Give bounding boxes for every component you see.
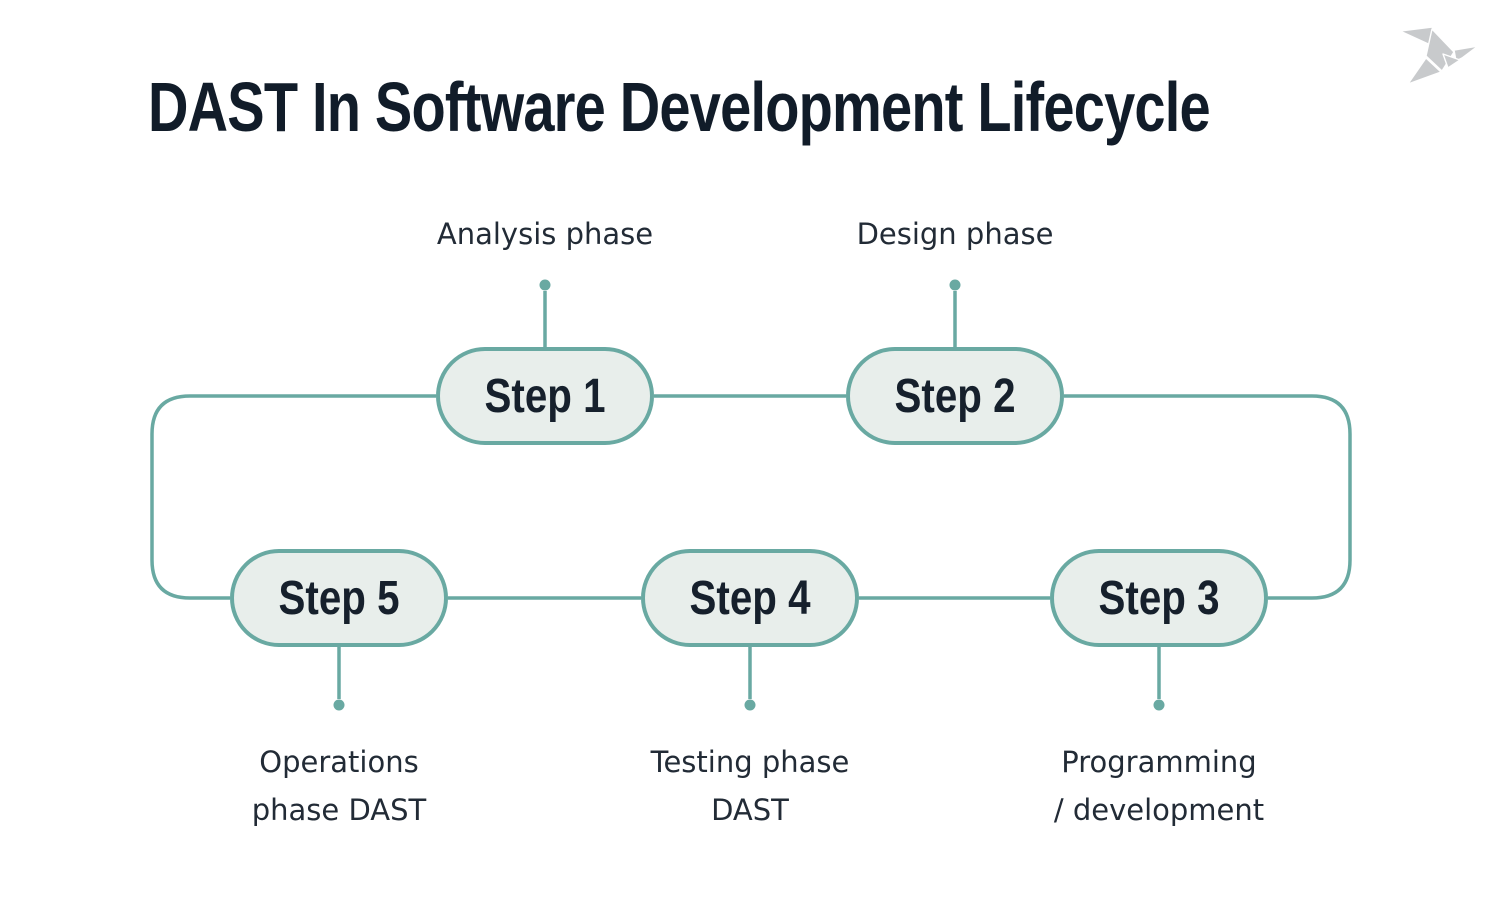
phase-label-step-5: Operations phase DAST	[179, 738, 499, 834]
phase-label-step-2: Design phase	[795, 214, 1115, 254]
phase-label-line: Design phase	[856, 217, 1054, 251]
page-title: DAST In Software Development Lifecycle	[148, 68, 1211, 146]
dot-step1	[539, 279, 551, 291]
step-2-pill: Step 2	[846, 347, 1064, 445]
step-4-pill: Step 4	[641, 549, 859, 647]
phase-label-line: DAST	[711, 793, 789, 827]
phase-label-line: / development	[1053, 793, 1265, 827]
dot-step5	[333, 699, 345, 711]
step-2-label: Step 2	[894, 369, 1016, 423]
phase-label-line: Programming	[1061, 745, 1257, 779]
phase-label-step-3: Programming / development	[999, 738, 1319, 834]
step-4-label: Step 4	[689, 571, 811, 625]
dot-step3	[1153, 699, 1165, 711]
phase-label-step-1: Analysis phase	[385, 214, 705, 254]
dot-step2	[949, 279, 961, 291]
step-3-pill: Step 3	[1050, 549, 1268, 647]
step-3-label: Step 3	[1098, 571, 1220, 625]
step-1-pill: Step 1	[436, 347, 654, 445]
phase-label-line: Operations	[259, 745, 419, 779]
phase-label-line: phase DAST	[251, 793, 427, 827]
step-5-pill: Step 5	[230, 549, 448, 647]
phase-label-step-4: Testing phase DAST	[590, 738, 910, 834]
phase-label-line: Testing phase	[650, 745, 850, 779]
step-1-label: Step 1	[484, 369, 606, 423]
step-5-label: Step 5	[278, 571, 400, 625]
origami-bird-icon	[1392, 18, 1482, 92]
phase-label-line: Analysis phase	[436, 217, 654, 251]
dot-step4	[744, 699, 756, 711]
